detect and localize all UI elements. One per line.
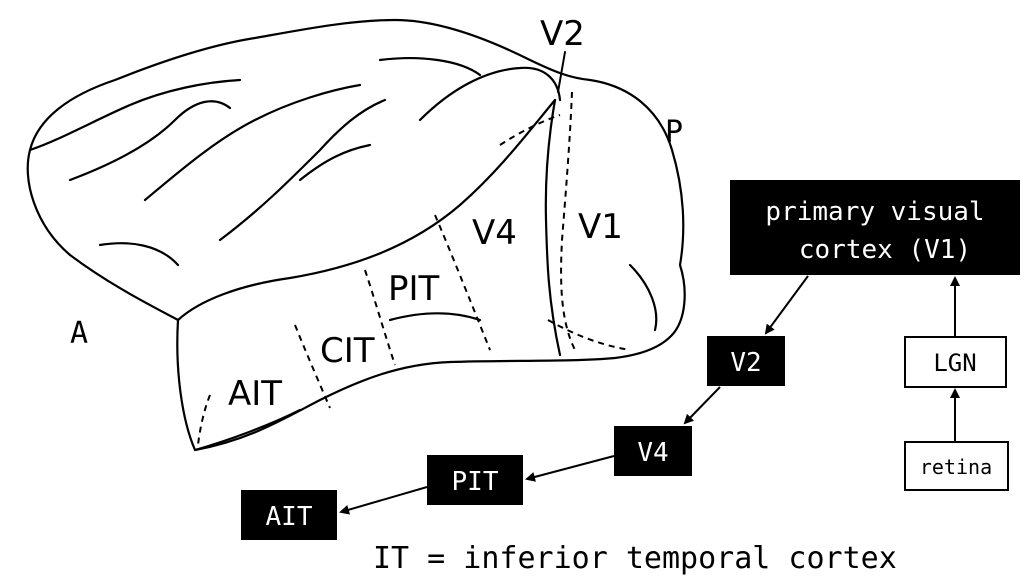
label-a: A [70,316,88,351]
label-v1-brain: V1 [578,207,623,247]
v2-box-label: V2 [730,348,761,378]
label-v4-brain: V4 [472,213,517,253]
arrow-v4-to-pit [527,456,614,479]
brain-sulcus-4 [220,100,385,240]
footnote: IT = inferior temporal cortex [373,541,897,576]
label-pit-brain: PIT [388,269,440,309]
brain-sulcus-7 [380,58,480,75]
brain-sulcus-5 [300,145,370,180]
brain-illustration: A P V2 V1 V4 PIT CIT AIT [28,14,685,450]
label-p: P [665,115,683,150]
arrow-v2-to-v4 [685,387,720,423]
brain-sulcus-8 [100,243,178,265]
v1-lower-contour [630,265,656,330]
arrow-pit-to-ait [341,487,427,512]
ait-box-label: AIT [266,502,313,532]
label-cit-brain: CIT [320,331,375,371]
v4-box-label: V4 [637,438,668,468]
label-v2-brain: V2 [540,14,585,54]
brain-sulcus-6 [420,68,560,120]
retina-box-label: retina [920,455,992,479]
arrow-v1-to-v2 [766,276,808,333]
pit-box-label: PIT [452,467,499,497]
brain-sulcus-1 [30,80,240,150]
v1-lower-boundary [548,320,630,350]
label-ait-brain: AIT [228,374,282,414]
lgn-box-label: LGN [933,349,976,377]
temporal-lower-contour [195,410,300,450]
superior-temporal-sulcus [178,100,555,320]
temporal-inner-contour [390,313,480,320]
ait-anterior-boundary [198,395,210,445]
v1-box-line2: cortex (V1) [799,235,971,265]
v1-box-line1: primary visual [765,197,984,227]
lunate-sulcus [546,100,560,355]
brain-sulcus-2 [70,101,230,180]
v2-v1-boundary [561,92,575,350]
